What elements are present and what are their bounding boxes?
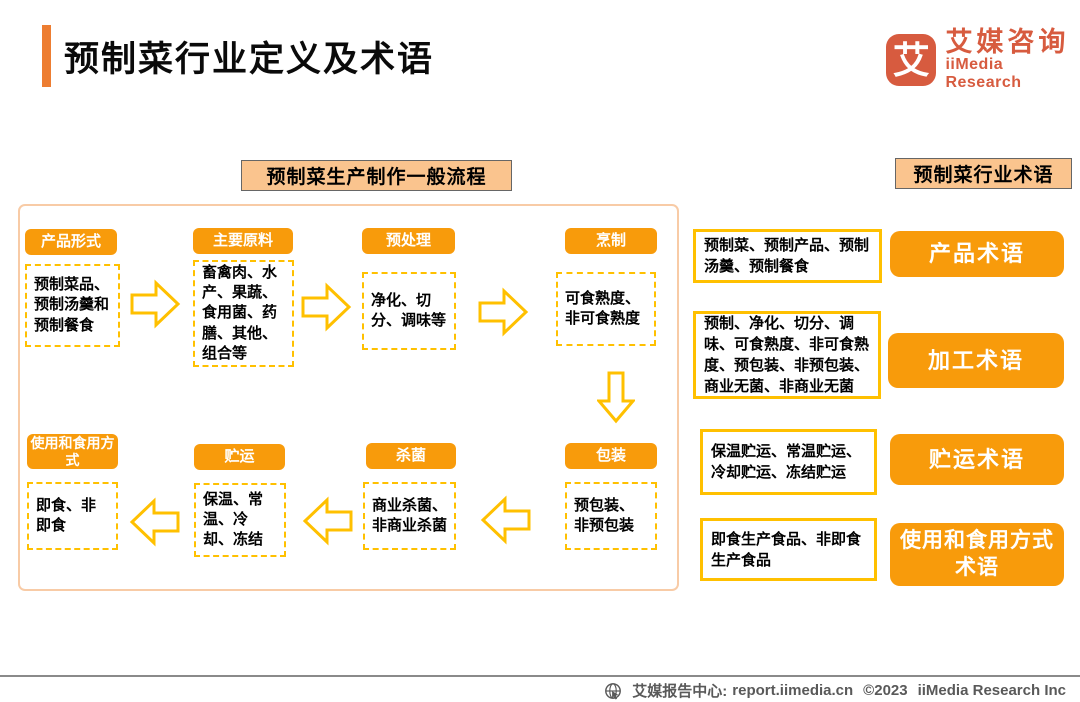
terms-category-processing: 加工术语 [888,333,1064,388]
flow-arrow-down-icon [597,370,635,424]
footer-divider [0,675,1080,677]
flow-arrow-right-icon [300,281,352,333]
step-label-product-form: 产品形式 [25,229,117,255]
terms-items-product: 预制菜、预制产品、预制汤羹、预制餐食 [693,229,882,283]
terms-section-header: 预制菜行业术语 [895,158,1072,189]
title-accent-bar [42,25,51,87]
iimedia-logo: 艾 艾媒咨询 iiMedia Research [886,28,1080,92]
terms-items-processing: 预制、净化、切分、调味、可食熟度、非可食熟度、预包装、非预包装、商业无菌、非商业… [693,311,881,399]
flow-section-header: 预制菜生产制作一般流程 [241,160,512,191]
flow-arrow-left-icon [129,496,181,548]
step-label-raw-materials: 主要原料 [193,228,293,254]
footer-company: iiMedia Research Inc [917,682,1066,699]
flow-arrow-left-icon [302,495,354,547]
logo-name-en: iiMedia Research [945,56,1022,92]
step-content-usage-mode: 即食、非即食 [27,482,118,550]
terms-items-storage: 保温贮运、常温贮运、冷却贮运、冻结贮运 [700,429,877,495]
step-content-product-form: 预制菜品、预制汤羹和预制餐食 [25,264,120,347]
step-content-pretreatment: 净化、切分、调味等 [362,272,456,350]
footer-copyright: ©2023 [863,682,908,699]
iimedia-logo-text: 艾媒咨询 iiMedia Research [945,28,1080,92]
flow-arrow-right-icon [477,286,529,338]
flow-container [18,204,679,591]
step-label-pretreatment: 预处理 [362,228,455,254]
footer-source: 艾媒报告中心: report.iimedia.cn [632,680,853,701]
footer-url[interactable]: report.iimedia.cn [732,682,854,699]
iimedia-logo-icon: 艾 [886,34,937,87]
terms-category-storage: 贮运术语 [890,434,1064,485]
step-content-cooking: 可食熟度、非可食熟度 [556,272,656,346]
step-label-packaging: 包装 [565,443,657,469]
step-label-sterilization: 杀菌 [366,443,456,469]
step-content-packaging: 预包装、非预包装 [565,482,657,550]
step-label-storage-transport: 贮运 [194,444,285,470]
terms-category-usage: 使用和食用方式术语 [890,523,1064,586]
step-content-raw-materials: 畜禽肉、水产、果蔬、食用菌、药膳、其他、组合等 [193,260,294,367]
step-content-sterilization: 商业杀菌、非商业杀菌 [363,482,456,550]
globe-cursor-icon [604,682,622,700]
step-label-cooking: 烹制 [565,228,657,254]
terms-category-product: 产品术语 [890,231,1064,277]
step-content-storage-transport: 保温、常温、冷却、冻结 [194,483,286,557]
footer: 艾媒报告中心: report.iimedia.cn ©2023 iiMedia … [604,680,1066,701]
terms-items-usage: 即食生产食品、非即食生产食品 [700,518,877,581]
footer-source-label: 艾媒报告中心: [632,683,728,700]
page-title: 预制菜行业定义及术语 [64,39,435,79]
flow-arrow-right-icon [129,278,181,330]
step-label-usage-mode: 使用和食用方式 [27,434,118,469]
flow-arrow-left-icon [480,494,532,546]
logo-name-cn: 艾媒咨询 [945,27,1070,57]
